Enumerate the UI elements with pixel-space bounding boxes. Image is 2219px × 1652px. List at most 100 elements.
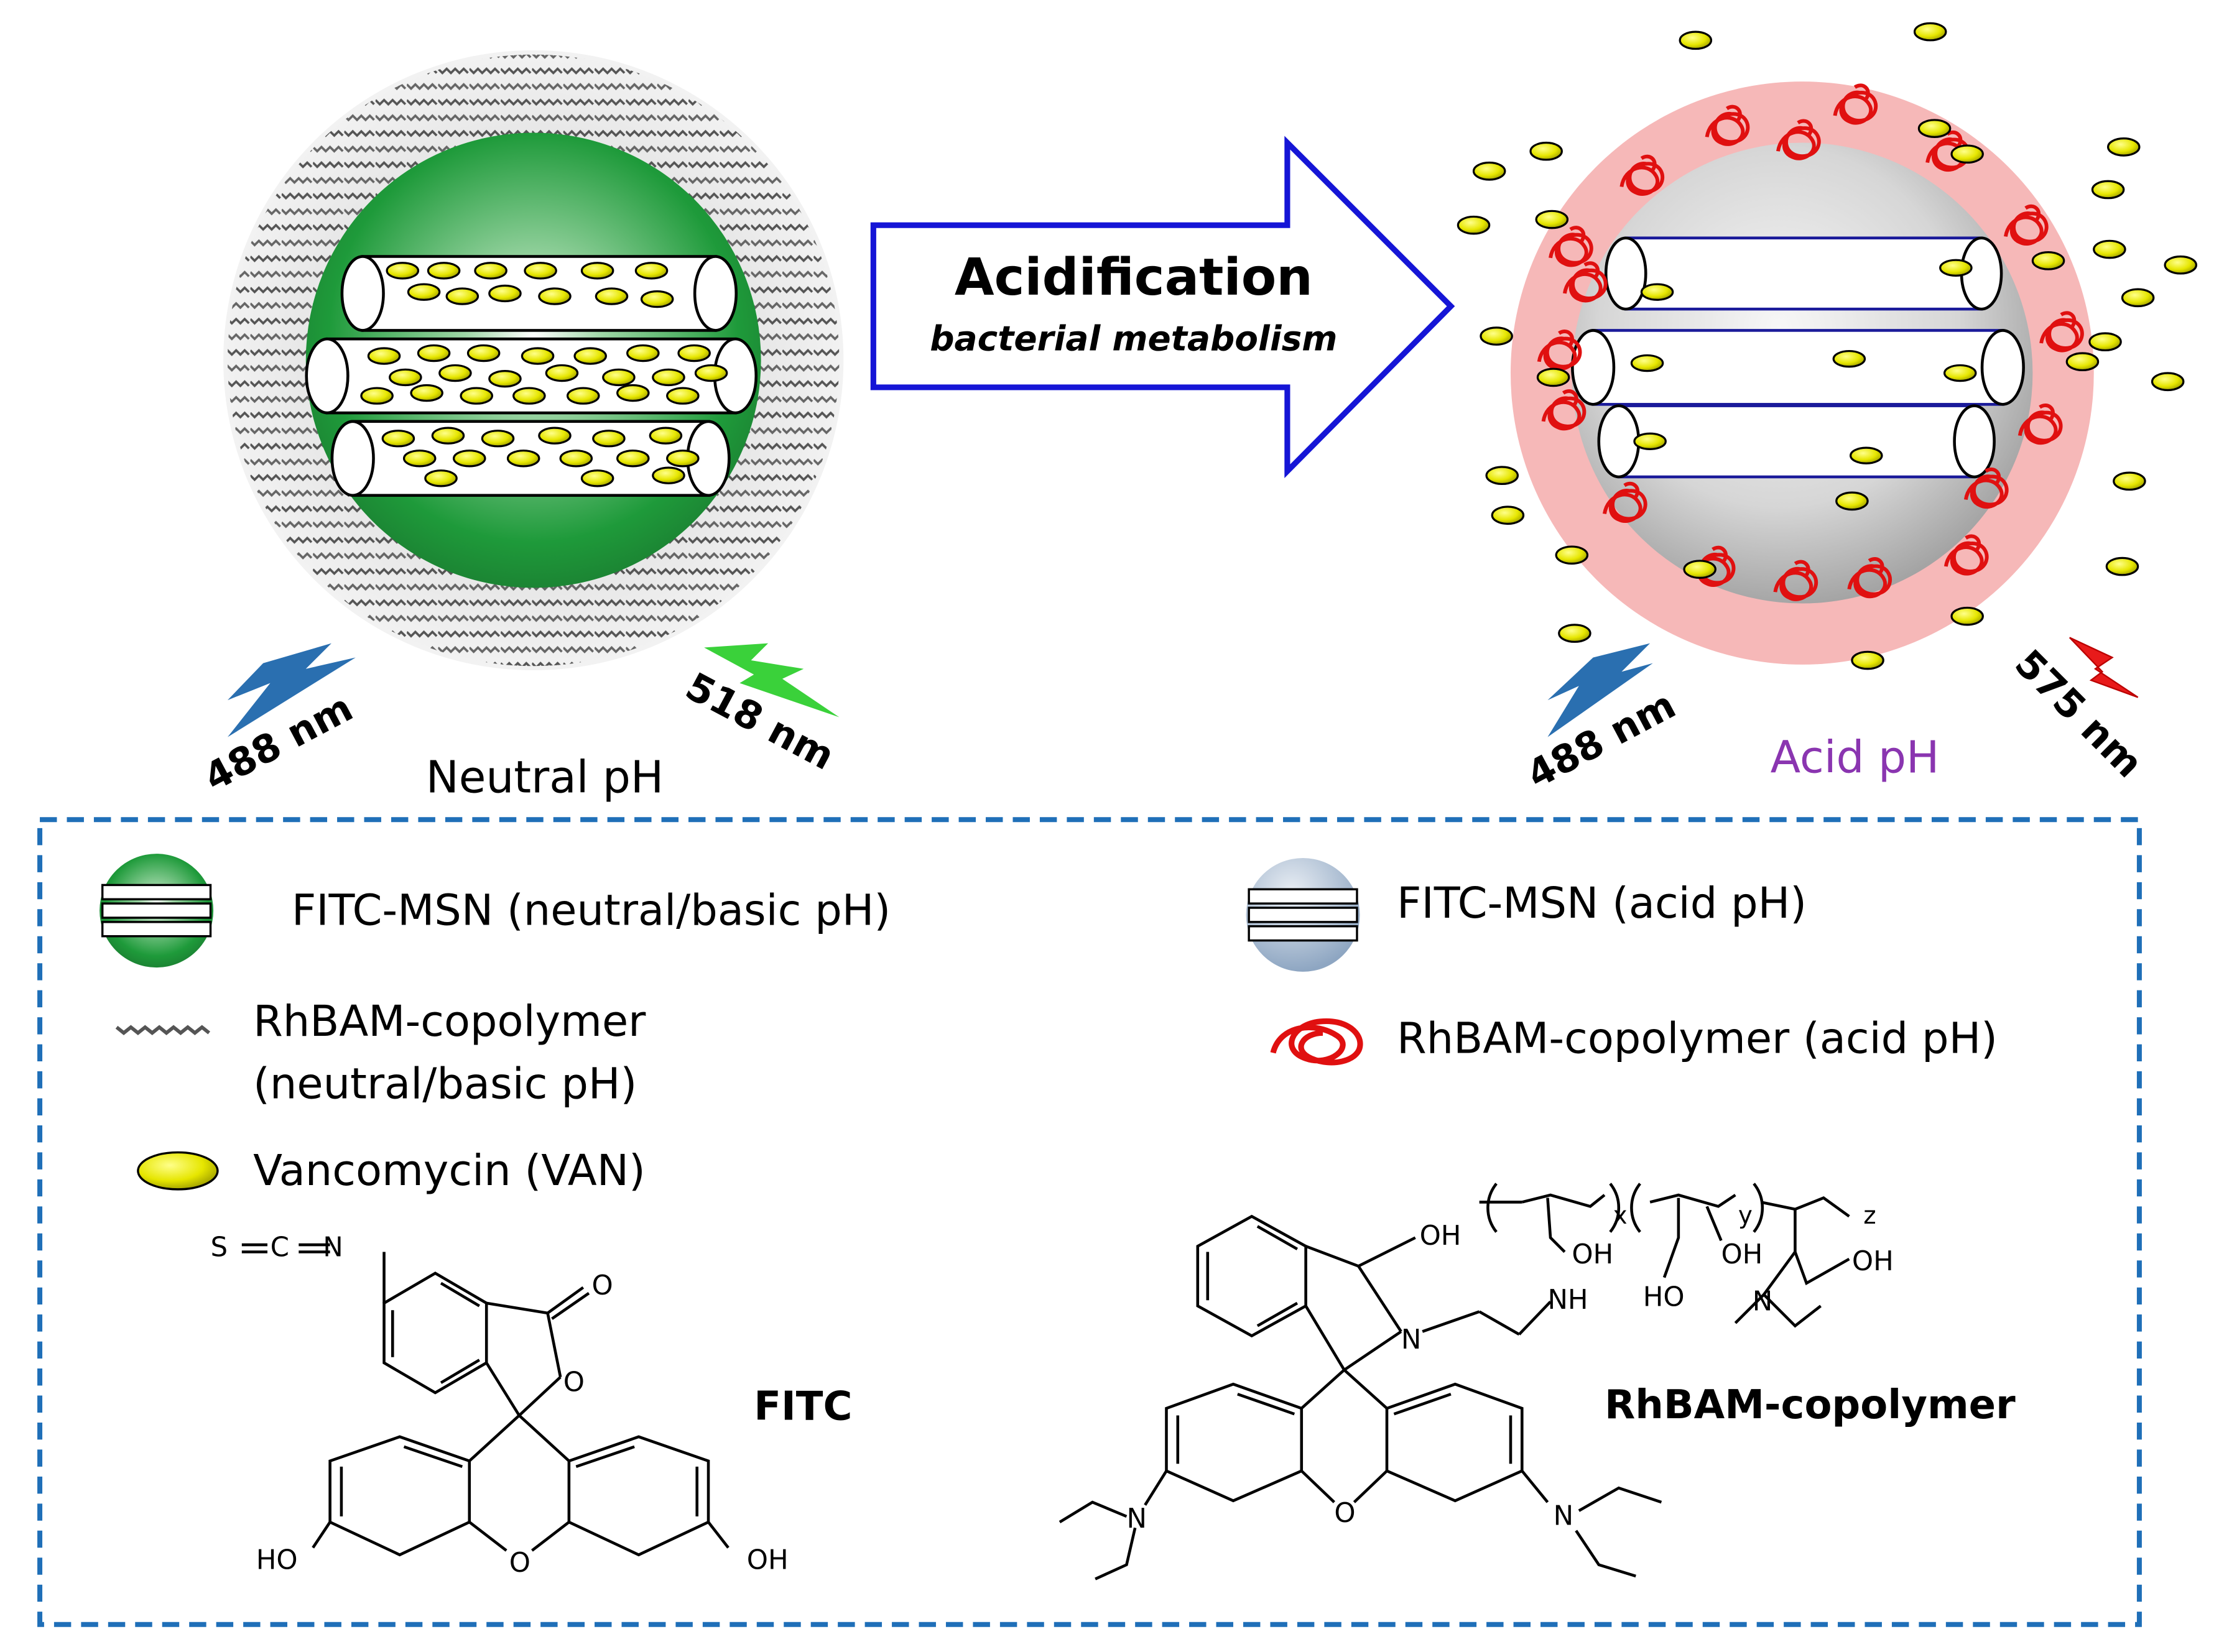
rhbam-atom-nh: NH: [1547, 1285, 1588, 1316]
vancomycin-molecule: [1472, 161, 1506, 181]
legend-red-coil-icon: [1270, 1018, 1363, 1066]
legend-msn-neutral-icon: [100, 854, 214, 968]
polymer-coil: [2039, 311, 2084, 353]
vancomycin-molecule: [652, 368, 685, 387]
vancomycin-molecule: [677, 344, 711, 362]
rhbam-atom-o-xanthene: O: [1334, 1498, 1355, 1529]
vancomycin-molecule: [431, 427, 465, 445]
fitc-atom-s: S: [211, 1232, 228, 1263]
vancomycin-molecule: [2093, 239, 2126, 259]
neutral-ph-label: Neutral pH: [426, 752, 664, 803]
vancomycin-molecule: [1950, 606, 1984, 626]
legend-box: [37, 817, 2142, 1627]
vancomycin-molecule: [666, 450, 700, 468]
vancomycin-molecule: [1832, 349, 1866, 368]
polymer-coil: [1619, 154, 1665, 196]
vancomycin-molecule: [1536, 367, 1570, 387]
vancomycin-molecule: [367, 347, 401, 365]
excitation-bolt-icon: [227, 643, 356, 737]
vancomycin-molecule: [381, 430, 415, 448]
rhbam-atom-n-right: N: [1554, 1501, 1573, 1532]
neutral-particle: [223, 50, 844, 671]
vancomycin-molecule: [1485, 466, 1519, 486]
vancomycin-molecule: [2121, 288, 2155, 308]
polymer-coil: [1943, 534, 1989, 576]
vancomycin-molecule: [1640, 283, 1674, 301]
fitc-atom-o-xanthene: O: [509, 1548, 530, 1579]
rhbam-subscript-z: z: [1863, 1202, 1876, 1230]
rhbam-subscript-y: y: [1738, 1202, 1753, 1230]
vancomycin-molecule: [2031, 251, 2065, 270]
vancomycin-molecule: [386, 262, 420, 280]
fitc-atom-n: N: [323, 1232, 343, 1263]
vancomycin-molecule: [1851, 650, 1884, 670]
vancomycin-molecule: [595, 287, 629, 305]
vancomycin-molecule: [2151, 372, 2185, 392]
fitc-structure: [241, 1243, 730, 1557]
legend-wavy-polymer-icon: [115, 1025, 211, 1035]
fitc-atom-o-ring: O: [563, 1367, 585, 1398]
vancomycin-molecule: [481, 430, 515, 448]
vancomycin-molecule: [634, 262, 669, 280]
pore-tube: [1604, 236, 2003, 311]
rhbam-atom-oh-top: OH: [1420, 1221, 1462, 1252]
pore-channels-acid: [1571, 236, 2025, 479]
loaded-vancomycin: [360, 262, 728, 487]
polymer-coil: [1705, 104, 1750, 146]
vancomycin-molecule: [2113, 471, 2146, 491]
vancomycin-molecule: [438, 364, 472, 382]
vancomycin-molecule: [616, 450, 650, 468]
polymer-coil: [2017, 404, 2063, 445]
vancomycin-molecule: [545, 364, 579, 382]
vancomycin-molecule: [2106, 137, 2141, 157]
rhbam-atom-oh-d: OH: [1852, 1246, 1894, 1277]
vancomycin-molecule: [506, 450, 540, 468]
vancomycin-molecule: [1913, 22, 1947, 42]
polymer-coil: [1549, 226, 1593, 267]
polymer-coil: [1537, 330, 1582, 371]
vancomycin-molecule: [1917, 119, 1952, 138]
acid-particle: [1457, 22, 2198, 670]
vancomycin-molecule: [360, 387, 394, 405]
rhbam-atom-ho-c: HO: [1643, 1281, 1685, 1313]
vancomycin-molecule: [521, 347, 555, 365]
polymer-coil: [1541, 389, 1587, 431]
polymer-coil: [1776, 119, 1821, 160]
vancomycin-molecule: [538, 427, 572, 445]
vancomycin-molecule: [453, 450, 486, 468]
excitation-label-right: 488 nm: [1520, 682, 1683, 797]
vancomycin-molecule: [1950, 144, 1984, 164]
vancomycin-molecule: [424, 469, 458, 487]
fitc-atom-ho: HO: [256, 1545, 298, 1576]
vancomycin-molecule: [1633, 432, 1667, 450]
rhbam-subscript-x: x: [1613, 1202, 1628, 1230]
vancomycin-molecule: [2091, 180, 2125, 200]
legend-copolymer-neutral-label-1: RhBAM-copolymer: [253, 997, 646, 1046]
rhbam-structure: [1059, 1183, 1850, 1580]
vancomycin-molecule: [389, 368, 422, 387]
vancomycin-molecule: [652, 466, 685, 484]
vancomycin-molecule: [2164, 255, 2198, 275]
vancomycin-molecule: [445, 287, 479, 305]
rhbam-atom-oh-b: OH: [1721, 1239, 1763, 1270]
vancomycin-molecule: [694, 364, 728, 382]
polymer-coil: [1847, 557, 1892, 599]
vancomycin-molecule: [1529, 141, 1563, 161]
vancomycin-molecule: [524, 262, 557, 280]
vancomycin-molecule: [538, 287, 572, 305]
vancomycin-molecule: [566, 387, 600, 405]
vancomycin-molecule: [512, 387, 546, 405]
acid-ph-label: Acid pH: [1771, 732, 1940, 783]
vancomycin-molecule: [488, 370, 522, 388]
rhbam-name: RhBAM-copolymer: [1605, 1382, 2016, 1428]
vancomycin-molecule: [602, 368, 636, 387]
polymer-coil: [1773, 560, 1818, 601]
vancomycin-molecule: [559, 450, 593, 468]
emission-label-right: 575 nm: [2006, 641, 2152, 787]
fitc-atom-o-carbonyl: O: [591, 1270, 613, 1301]
vancomycin-molecule: [488, 284, 522, 303]
vancomycin-molecule: [460, 387, 493, 405]
vancomycin-molecule: [474, 262, 507, 280]
polymer-coil: [1562, 261, 1608, 303]
